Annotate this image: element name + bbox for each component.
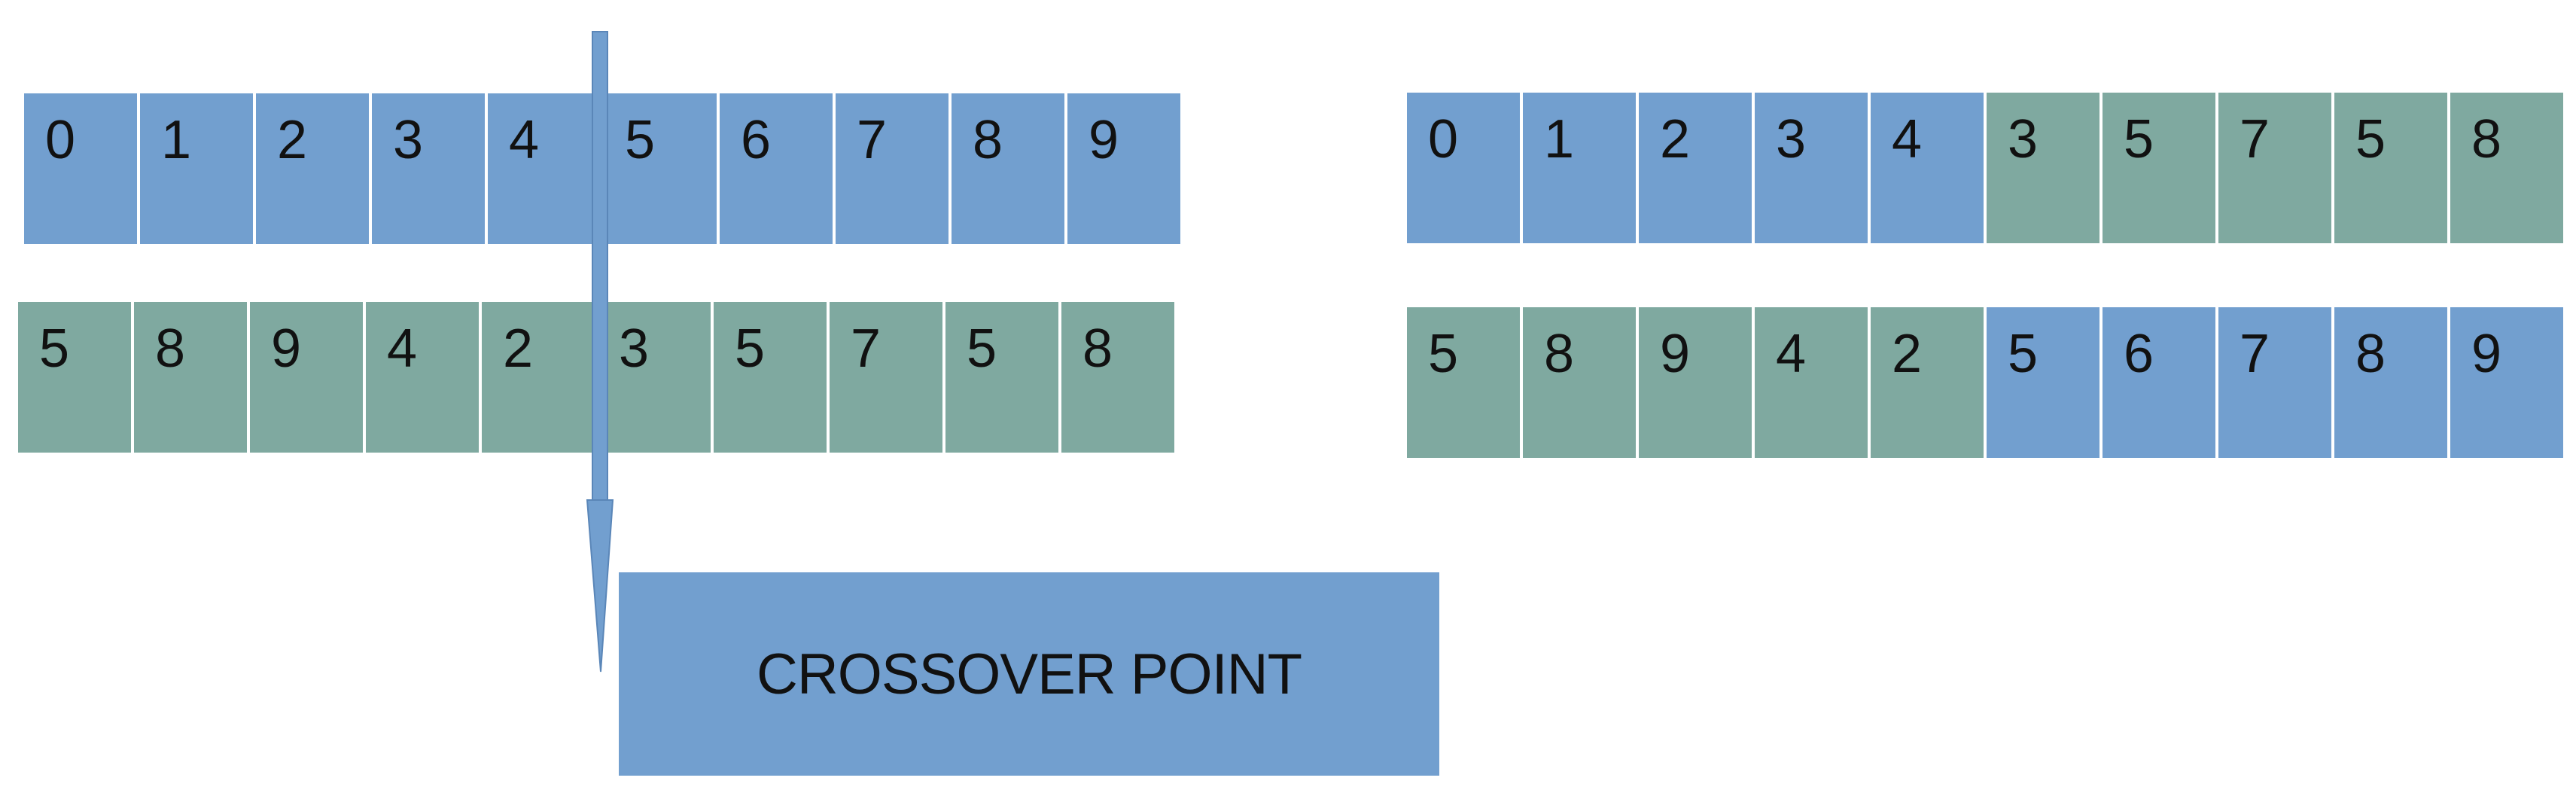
gene-value: 8: [973, 110, 1003, 170]
gene-value: 9: [1660, 324, 1691, 384]
gene-cell: 4: [366, 302, 479, 453]
gene-cell: 5: [2103, 93, 2215, 243]
gene-value: 3: [2008, 109, 2039, 169]
gene-value: 1: [161, 110, 192, 170]
gene-cell: 5: [604, 93, 717, 244]
gene-value: 5: [2355, 109, 2386, 169]
gene-cell: 4: [488, 93, 601, 244]
gene-value: 0: [45, 110, 76, 170]
gene-cell: 1: [140, 93, 253, 244]
gene-value: 2: [1892, 324, 1923, 384]
gene-cell: 6: [2103, 307, 2215, 458]
gene-value: 5: [39, 319, 70, 379]
gene-cell: 9: [1067, 93, 1180, 244]
gene-cell: 1: [1523, 93, 1636, 243]
gene-value: 7: [857, 110, 888, 170]
gene-value: 8: [2471, 109, 2502, 169]
gene-cell: 7: [2218, 93, 2331, 243]
gene-value: 5: [735, 319, 766, 379]
gene-value: 3: [619, 319, 650, 379]
gene-cell: 3: [1987, 93, 2099, 243]
gene-value: 7: [2240, 109, 2270, 169]
gene-cell: 9: [2450, 307, 2563, 458]
crossover-point-label: CROSSOVER POINT: [619, 572, 1439, 776]
gene-value: 4: [509, 110, 540, 170]
gene-cell: 4: [1871, 93, 1984, 243]
gene-cell: 2: [482, 302, 595, 453]
gene-cell: 6: [720, 93, 833, 244]
gene-value: 7: [2240, 324, 2270, 384]
gene-cell: 8: [2334, 307, 2447, 458]
gene-cell: 0: [24, 93, 137, 244]
gene-value: 5: [2124, 109, 2154, 169]
gene-cell: 7: [836, 93, 948, 244]
gene-value: 6: [741, 110, 772, 170]
gene-cell: 3: [598, 302, 711, 453]
gene-value: 0: [1428, 109, 1459, 169]
parent-1-row: 0 1 2 3 4 5 6 7 8 9: [24, 93, 1183, 244]
gene-cell: 3: [1755, 93, 1868, 243]
gene-cell: 8: [952, 93, 1064, 244]
gene-value: 5: [1428, 324, 1459, 384]
crossover-point-text: CROSSOVER POINT: [757, 642, 1302, 706]
gene-cell: 2: [256, 93, 369, 244]
gene-value: 3: [393, 110, 424, 170]
gene-cell: 5: [1407, 307, 1520, 458]
gene-value: 7: [851, 319, 882, 379]
gene-value: 4: [387, 319, 418, 379]
gene-value: 9: [1089, 110, 1119, 170]
gene-value: 8: [1544, 324, 1575, 384]
gene-value: 2: [1660, 109, 1691, 169]
gene-cell: 8: [134, 302, 247, 453]
gene-cell: 7: [2218, 307, 2331, 458]
gene-cell: 5: [18, 302, 131, 453]
gene-value: 2: [503, 319, 534, 379]
crossover-arrow-head: [586, 499, 614, 672]
gene-cell: 3: [372, 93, 485, 244]
gene-value: 9: [271, 319, 302, 379]
crossover-arrow-shaft: [592, 31, 608, 501]
gene-cell: 2: [1871, 307, 1984, 458]
gene-value: 9: [2471, 324, 2502, 384]
gene-cell: 4: [1755, 307, 1868, 458]
gene-cell: 8: [2450, 93, 2563, 243]
gene-value: 6: [2124, 324, 2154, 384]
gene-value: 8: [1082, 319, 1113, 379]
gene-cell: 8: [1061, 302, 1174, 453]
gene-cell: 5: [2334, 93, 2447, 243]
gene-value: 2: [277, 110, 308, 170]
gene-cell: 9: [250, 302, 363, 453]
gene-cell: 0: [1407, 93, 1520, 243]
gene-cell: 2: [1639, 93, 1752, 243]
gene-value: 8: [2355, 324, 2386, 384]
child-2-row: 5 8 9 4 2 5 6 7 8 9: [1407, 307, 2566, 458]
gene-value: 1: [1544, 109, 1575, 169]
gene-cell: 5: [714, 302, 827, 453]
gene-cell: 7: [830, 302, 942, 453]
parent-2-row: 5 8 9 4 2 3 5 7 5 8: [18, 302, 1177, 453]
gene-value: 4: [1892, 109, 1923, 169]
gene-cell: 5: [1987, 307, 2099, 458]
gene-cell: 9: [1639, 307, 1752, 458]
gene-value: 4: [1776, 324, 1807, 384]
gene-value: 3: [1776, 109, 1807, 169]
gene-cell: 8: [1523, 307, 1636, 458]
gene-value: 8: [155, 319, 186, 379]
gene-value: 5: [625, 110, 656, 170]
child-1-row: 0 1 2 3 4 3 5 7 5 8: [1407, 93, 2566, 243]
gene-value: 5: [2008, 324, 2039, 384]
gene-value: 5: [967, 319, 997, 379]
gene-cell: 5: [945, 302, 1058, 453]
